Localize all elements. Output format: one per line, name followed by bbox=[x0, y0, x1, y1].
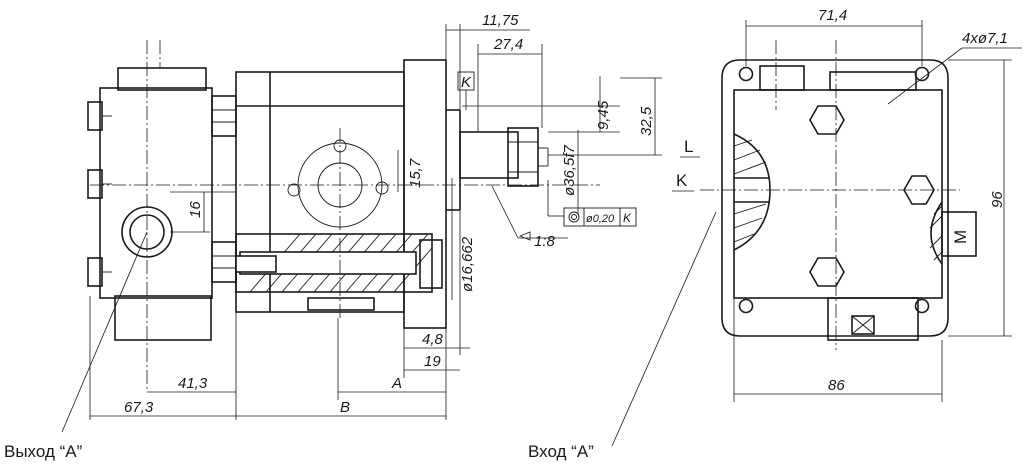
side-view-dimensions: 11,75 27,4 9,45 32,5 ø36,5f7 15,7 16 ø16… bbox=[89, 12, 700, 420]
top-lug bbox=[759, 65, 805, 91]
nut bbox=[211, 241, 237, 283]
front-view: M bbox=[700, 40, 977, 350]
mounting-flange bbox=[403, 59, 447, 329]
letter-L: L bbox=[684, 137, 693, 156]
hex-bolt bbox=[809, 105, 845, 135]
top-boss bbox=[829, 71, 917, 91]
inlet-leader bbox=[611, 211, 717, 447]
taper-note: 1:8 bbox=[534, 233, 556, 250]
dim-32-5: 32,5 bbox=[638, 106, 655, 136]
dim-96: 96 bbox=[989, 191, 1006, 208]
outlet-leader bbox=[61, 231, 148, 433]
dim-19: 19 bbox=[424, 353, 441, 370]
inlet-caption: Вход “А” bbox=[528, 442, 594, 461]
dim-36-5: ø36,5f7 bbox=[561, 144, 578, 196]
bolt-hole bbox=[287, 183, 301, 197]
dim-9-45: 9,45 bbox=[595, 100, 612, 130]
dim-41-3: 41,3 bbox=[178, 375, 208, 392]
hex-bolt bbox=[809, 257, 845, 287]
port-plug bbox=[851, 315, 875, 335]
dim-16: 16 bbox=[187, 201, 204, 218]
dim-holes: 4xø7,1 bbox=[962, 30, 1008, 47]
tolerance-value: ø0,20 bbox=[586, 213, 615, 225]
dim-16-662: ø16,662 bbox=[459, 236, 476, 292]
corner-hole bbox=[738, 66, 754, 82]
letter-K: K bbox=[676, 171, 688, 190]
letter-M: M bbox=[951, 230, 970, 244]
corner-hole bbox=[738, 298, 754, 314]
dim-67-3: 67,3 bbox=[124, 399, 154, 416]
dim-A: A bbox=[391, 375, 402, 392]
shaft-nut bbox=[507, 127, 539, 187]
nut bbox=[211, 95, 237, 137]
flange-outline bbox=[721, 59, 949, 337]
dim-4-8: 4,8 bbox=[422, 331, 444, 348]
corner-hole bbox=[914, 298, 930, 314]
front-body bbox=[733, 89, 943, 299]
inlet-section bbox=[733, 133, 771, 251]
drain-port bbox=[941, 211, 977, 257]
bolt-hole bbox=[375, 181, 389, 195]
tie-rod-nut bbox=[419, 239, 443, 289]
dim-11-75: 11,75 bbox=[482, 12, 519, 29]
side-view bbox=[87, 40, 600, 392]
dim-86: 86 bbox=[828, 377, 845, 394]
outlet-caption: Выход “А” bbox=[4, 442, 83, 461]
outlet-port-flange bbox=[114, 295, 212, 341]
dim-27-4: 27,4 bbox=[493, 36, 523, 53]
datum-label: K bbox=[461, 74, 472, 91]
drive-shaft bbox=[459, 131, 519, 179]
inlet-port-block bbox=[827, 297, 919, 341]
dim-15-7: 15,7 bbox=[407, 158, 424, 188]
tolerance-datum: K bbox=[623, 211, 632, 225]
pump-body bbox=[235, 71, 405, 313]
captions: Выход “А” Вход “А” bbox=[4, 211, 717, 461]
tolerance-frame bbox=[563, 207, 637, 227]
dim-71-4: 71,4 bbox=[818, 7, 847, 24]
valve-block bbox=[99, 87, 213, 299]
valve-top-cap bbox=[117, 67, 207, 91]
dim-B: B bbox=[340, 399, 350, 416]
front-view-dimensions: 71,4 4xø7,1 96 86 bbox=[733, 7, 1022, 402]
body-plug bbox=[307, 297, 375, 311]
